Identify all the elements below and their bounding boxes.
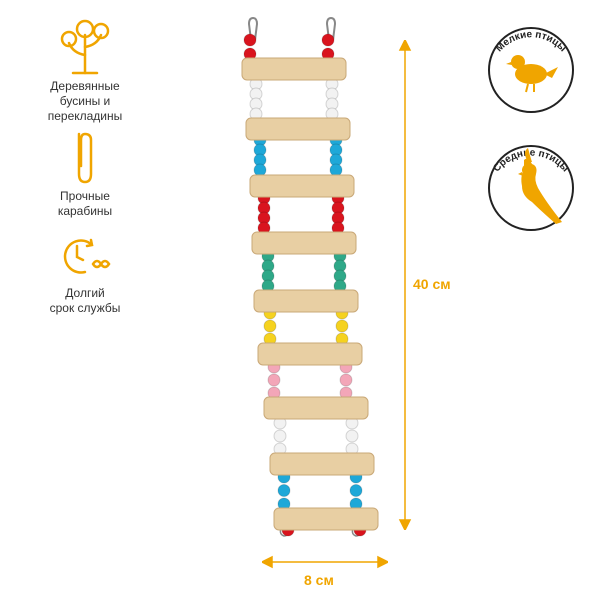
ladder-bead [277, 484, 291, 497]
feature-text: Долгий срок службы [49, 286, 121, 315]
feature-carabiners: Прочные карабины [20, 130, 150, 219]
feature-wooden: Деревянные бусины и перекладины [20, 15, 150, 124]
bird-ladder-image [241, 16, 379, 537]
ladder-rung [251, 231, 357, 255]
ladder-rung [253, 289, 359, 313]
ladder-bead [349, 484, 363, 497]
ladder-rung [273, 507, 379, 531]
feature-durable: Долгий срок службы [20, 232, 150, 316]
badge-small-birds: Мелкие птицы [488, 27, 574, 113]
ladder-bead [263, 319, 277, 333]
ladder-bead [329, 163, 343, 177]
ladder-rung [245, 117, 351, 141]
ladder-rung [269, 452, 375, 476]
ladder-rung [263, 396, 369, 420]
width-dimension-line [262, 555, 388, 569]
ladder-bead [335, 319, 349, 333]
ladder-rung [249, 174, 355, 198]
feature-text: Деревянные бусины и перекладины [47, 79, 123, 123]
height-dimension-line [398, 40, 412, 530]
ladder-bead [321, 33, 335, 47]
tree-icon [60, 19, 110, 75]
carabiner-icon [77, 132, 93, 184]
width-label: 8 см [304, 572, 334, 588]
height-label: 40 см [413, 276, 451, 292]
feature-text: Прочные карабины [57, 189, 113, 218]
cockatiel-icon [518, 148, 562, 224]
ladder-bead [273, 429, 287, 443]
clock-infinity-icon [63, 238, 111, 274]
small-bird-icon [506, 55, 558, 93]
ladder-bead [339, 373, 353, 387]
ladder-bead [253, 163, 267, 177]
ladder-bead [267, 373, 281, 387]
ladder-rung [257, 342, 363, 366]
ladder-rung [241, 57, 347, 81]
ladder-bead [243, 33, 257, 47]
badge-medium-birds: Средние птицы [488, 145, 574, 231]
carabiner-hook-icon [247, 16, 337, 41]
ladder-bead [345, 429, 359, 443]
